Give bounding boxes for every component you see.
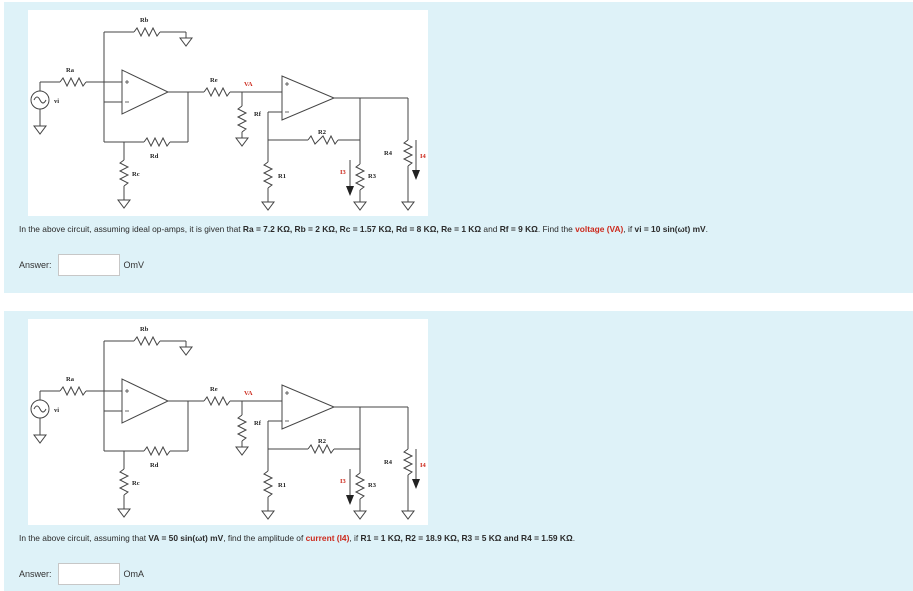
label-r2: R2 bbox=[318, 129, 326, 136]
label-i4: I4 bbox=[420, 153, 427, 160]
label-r1: R1 bbox=[278, 482, 286, 489]
answer-unit: OmA bbox=[123, 569, 145, 579]
answer-label: Answer: bbox=[19, 569, 52, 579]
label-ra: Ra bbox=[66, 67, 75, 74]
label-rf: Rf bbox=[254, 111, 262, 118]
label-r4: R4 bbox=[384, 150, 393, 157]
label-vi: vi bbox=[54, 98, 59, 105]
question-2: Rb Ra Re VA Rf R2 Rd Rc R1 R3 R4 I3 I4 v… bbox=[4, 311, 913, 591]
label-va: VA bbox=[244, 390, 253, 397]
circuit-diagram: Rb Ra Re VA Rf R2 Rd Rc R1 R3 R4 I3 I4 v… bbox=[28, 319, 428, 525]
circuit-svg: Rb Ra Re VA Rf R2 Rd Rc R1 R3 R4 I3 I4 v… bbox=[30, 326, 427, 520]
label-rd: Rd bbox=[150, 153, 159, 160]
answer-input[interactable] bbox=[57, 563, 120, 585]
label-i4: I4 bbox=[420, 462, 427, 469]
label-r3: R3 bbox=[368, 482, 377, 489]
answer-label: Answer: bbox=[19, 260, 52, 270]
label-i3: I3 bbox=[340, 169, 347, 176]
label-r1: R1 bbox=[278, 173, 286, 180]
label-rd: Rd bbox=[150, 462, 159, 469]
question-text: In the above circuit, assuming that VA =… bbox=[19, 533, 576, 543]
label-rf: Rf bbox=[254, 420, 262, 427]
label-ra: Ra bbox=[66, 376, 75, 383]
label-i3: I3 bbox=[340, 478, 347, 485]
answer-row: Answer: OmA bbox=[19, 563, 144, 585]
circuit-diagram: Rb Ra Re VA Rf R2 Rd Rc R1 R3 R4 I3 I4 v… bbox=[28, 10, 428, 216]
label-rc: Rc bbox=[132, 480, 140, 487]
answer-input[interactable] bbox=[57, 254, 120, 276]
label-rb: Rb bbox=[140, 17, 149, 24]
question-text: In the above circuit, assuming ideal op-… bbox=[19, 224, 708, 234]
answer-row: Answer: OmV bbox=[19, 254, 144, 276]
label-va: VA bbox=[244, 81, 253, 88]
label-r2: R2 bbox=[318, 438, 326, 445]
label-re: Re bbox=[210, 77, 218, 84]
label-re: Re bbox=[210, 386, 218, 393]
label-rc: Rc bbox=[132, 171, 140, 178]
question-1: Rb Ra Re VA Rf R2 Rd Rc R1 R3 R4 I3 I4 v… bbox=[4, 2, 913, 293]
circuit-svg: Rb Ra Re VA Rf R2 Rd Rc R1 R3 R4 I3 I4 v… bbox=[30, 17, 427, 211]
answer-unit: OmV bbox=[123, 260, 145, 270]
label-r3: R3 bbox=[368, 173, 377, 180]
label-rb: Rb bbox=[140, 326, 149, 333]
label-vi: vi bbox=[54, 407, 59, 414]
label-r4: R4 bbox=[384, 459, 393, 466]
